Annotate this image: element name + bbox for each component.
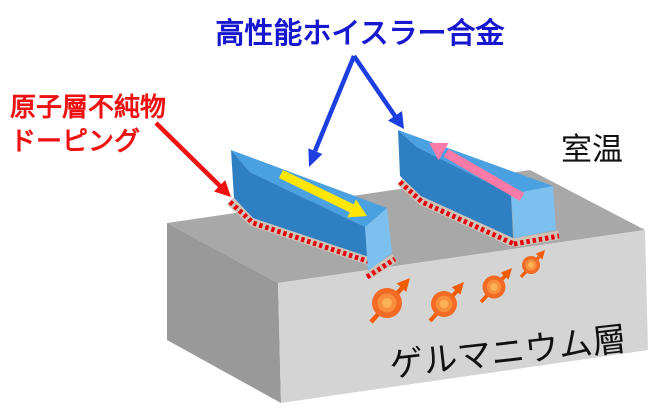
spin-electrons — [369, 250, 545, 324]
blue-arrow-shaft-left — [312, 55, 357, 152]
left-doping-layer — [226, 197, 398, 280]
heusler-alloy-label: 高性能ホイスラー合金 — [215, 16, 505, 50]
spin-arrow-head — [500, 268, 512, 280]
yellow-arrow-shaft — [279, 169, 355, 214]
spin-icon — [479, 268, 512, 304]
spin-sphere-core — [490, 283, 498, 291]
doping-label-line2: ドーピング — [10, 126, 140, 156]
doping-strip-dashes — [365, 256, 397, 280]
doping-pointer-arrow-icon — [154, 121, 231, 197]
doping-label-line1: 原子層不純物 — [10, 92, 166, 122]
right-electrode-end-face — [511, 186, 556, 238]
yellow-arrow-head — [347, 199, 367, 218]
spin-icon — [428, 282, 464, 323]
doping-strip-dashes — [513, 233, 560, 247]
blue-arrow-shaft-right — [352, 54, 397, 118]
spin-arrow-head — [535, 250, 545, 260]
doping-strip-dashes — [398, 180, 516, 247]
left-electrode — [226, 150, 398, 280]
pink-arrow-shaft — [443, 149, 525, 201]
left-electrode-end-face — [365, 208, 392, 271]
blue-arrow-head-left — [308, 148, 323, 167]
spin-icon — [369, 278, 410, 324]
magnetization-arrow-right-icon — [279, 169, 367, 218]
spin-icon — [519, 250, 545, 279]
magnetization-arrow-left-icon — [429, 142, 525, 201]
room-temperature-label: 室温 — [561, 132, 623, 167]
spin-sphere-core — [439, 299, 449, 309]
right-electrode-front-face — [398, 130, 513, 238]
blue-arrow-head-right — [388, 111, 404, 129]
red-arrow-shaft — [154, 121, 222, 188]
spin-sphere-core — [528, 262, 534, 268]
doping-strip-base — [226, 197, 372, 266]
spin-arrow-head — [451, 282, 464, 295]
spin-arrow-head — [396, 278, 410, 292]
substrate-left-face — [167, 223, 281, 403]
left-electrode-front-face — [231, 150, 369, 257]
red-arrow-head — [214, 180, 231, 197]
spin-sphere-core — [382, 298, 392, 308]
pink-arrow-head — [429, 142, 449, 161]
heusler-pointer-arrows-icon — [308, 54, 404, 167]
right-doping-layer — [396, 177, 560, 248]
right-electrode — [396, 130, 560, 248]
